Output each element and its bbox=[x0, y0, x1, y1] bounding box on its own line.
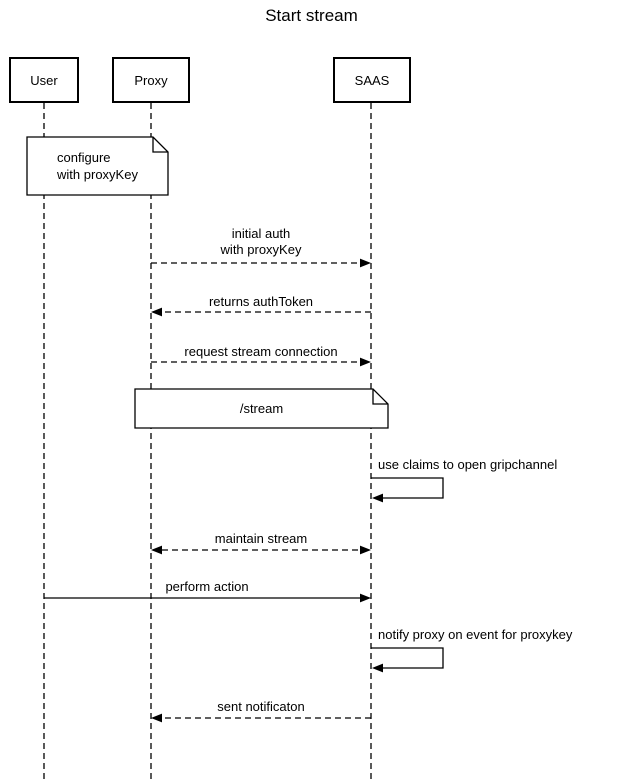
arrow-self-gripchannel bbox=[371, 477, 444, 503]
diagram-title: Start stream bbox=[265, 6, 358, 25]
arrow-self-notify bbox=[371, 647, 444, 673]
actor-box-saas: SAAS bbox=[333, 57, 411, 103]
note-configure-shape bbox=[26, 136, 169, 196]
message-label-sent-notification: sent notificaton bbox=[217, 699, 305, 714]
note-stream-text: /stream bbox=[239, 401, 284, 416]
actor-label-user: User bbox=[30, 72, 58, 88]
message-label-initial-auth: initial auth with proxyKey bbox=[220, 226, 302, 257]
lifelines bbox=[43, 103, 372, 780]
arrow-initial-auth bbox=[151, 258, 371, 268]
note-configure-text: configure with proxyKey bbox=[57, 150, 138, 182]
message-label-maintain-stream: maintain stream bbox=[214, 531, 308, 546]
message-label-request-stream: request stream connection bbox=[184, 344, 338, 359]
message-label-returns-authtoken: returns authToken bbox=[208, 294, 314, 309]
actor-label-proxy: Proxy bbox=[134, 72, 168, 88]
actor-box-proxy: Proxy bbox=[112, 57, 190, 103]
arrow-maintain-stream bbox=[151, 545, 371, 555]
note-stream: /stream bbox=[135, 389, 388, 428]
actor-label-saas: SAAS bbox=[354, 72, 390, 88]
message-label-notify-proxy: notify proxy on event for proxykey bbox=[378, 627, 573, 642]
arrow-perform-action bbox=[44, 593, 371, 603]
arrow-request-stream bbox=[151, 357, 371, 367]
arrow-sent-notification bbox=[151, 713, 371, 723]
arrow-returns-authtoken bbox=[151, 307, 371, 317]
message-label-perform-action: perform action bbox=[165, 579, 249, 594]
note-stream-shape bbox=[134, 388, 389, 429]
note-configure: configure with proxyKey bbox=[27, 137, 168, 195]
actor-box-user: User bbox=[9, 57, 79, 103]
message-label-gripchannel: use claims to open gripchannel bbox=[378, 457, 558, 472]
